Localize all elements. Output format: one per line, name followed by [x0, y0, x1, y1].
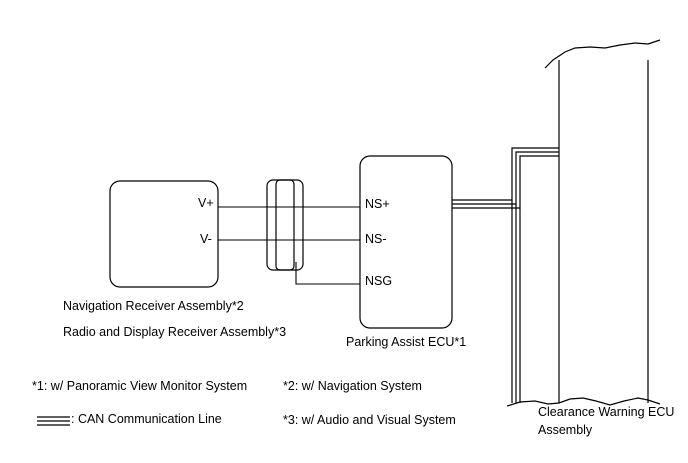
pin-nsminus: NS- [365, 232, 387, 246]
nav-receiver-label-line2: Radio and Display Receiver Assembly*3 [63, 325, 286, 339]
pin-nsg: NSG [365, 274, 392, 288]
pin-vplus: V+ [198, 196, 214, 210]
parking-assist-ecu-label: Parking Assist ECU*1 [346, 335, 466, 349]
note-1: *1: w/ Panoramic View Monitor System [32, 379, 247, 393]
clearance-ecu-label-line1: Clearance Warning ECU [538, 405, 674, 419]
shield-outer [266, 179, 304, 271]
nav-receiver-box [109, 180, 219, 288]
note-2: *2: w/ Navigation System [283, 379, 422, 393]
nav-receiver-label-line1: Navigation Receiver Assembly*2 [63, 299, 244, 313]
clearance-ecu-label-line2: Assembly [538, 423, 593, 437]
clearance-warning-ecu-box [506, 39, 661, 407]
pin-nsplus: NS+ [365, 197, 390, 211]
can-line-parking-ecu [452, 147, 559, 209]
wire-shield-nsg [295, 262, 360, 285]
pin-vminus: V- [200, 232, 212, 246]
parking-assist-ecu-box [359, 155, 453, 329]
can-line-legend-label: : CAN Communication Line [71, 412, 222, 426]
can-line-legend-symbol [37, 416, 70, 426]
can-line-vertical-branch [511, 200, 521, 403]
shield-inner [275, 179, 295, 271]
note-3: *3: w/ Audio and Visual System [283, 413, 456, 427]
